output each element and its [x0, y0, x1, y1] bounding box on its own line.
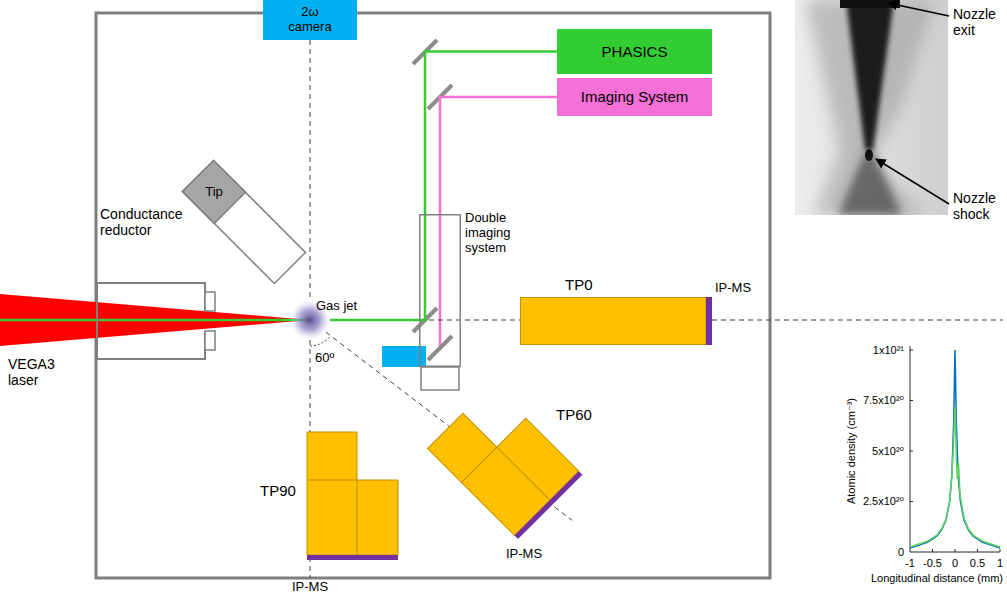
- shape-outline: [520, 297, 712, 345]
- shape-outline: [307, 432, 398, 560]
- imaging-beam: [440, 97, 557, 214]
- axis-title: Longitudinal distance (mm): [871, 572, 1003, 585]
- shadowgraph-image: [795, 0, 948, 215]
- callout-label: Nozzle exit: [953, 6, 1005, 38]
- node-label: TP60: [556, 406, 592, 423]
- probe-beam: [330, 52, 557, 321]
- thomson-parabola: TP90: [307, 432, 398, 560]
- nozzle-cone: [846, 0, 894, 150]
- spectrometer-divider: [461, 447, 549, 535]
- spectrometer-body: [521, 298, 707, 345]
- axis-tick-label: -0.5: [923, 557, 942, 570]
- density-curve: [910, 407, 1000, 547]
- axis-tick-label: 0.5: [970, 557, 985, 570]
- gas-jet: Gas jet: [290, 300, 330, 340]
- axis-tick-label: 1: [997, 557, 1003, 570]
- shape-outline: [96, 282, 216, 360]
- detector-label: IP-MS: [292, 580, 328, 595]
- leader-arrow: [876, 159, 949, 204]
- line-of-sight: [712, 320, 1003, 321]
- thomson-parabola: TP60: [427, 413, 583, 540]
- reductor-flange: [205, 331, 215, 350]
- node-label: TP0: [565, 276, 593, 293]
- axis-tick-label: 0: [898, 546, 904, 559]
- leader-arrow: [888, 3, 949, 16]
- thomson-parabola: TP0: [520, 297, 712, 345]
- mirror: [428, 336, 452, 360]
- axis-tick-label: 5x10²⁰: [872, 445, 904, 458]
- image-plate: [514, 471, 582, 539]
- imaging-beam: [439, 214, 442, 348]
- node-label: Gas jet: [316, 299, 357, 314]
- node-label: Conductance reductor: [100, 206, 205, 238]
- vacuum-chamber: [96, 13, 770, 578]
- line-of-sight: [310, 40, 311, 300]
- laser-label: VEGA3 laser: [8, 356, 64, 388]
- axis-title: Atomic density (cm⁻³): [845, 398, 858, 504]
- axis-tick-label: 1x10²¹: [873, 344, 904, 357]
- axis-tick-label: -1: [905, 557, 915, 570]
- node-label: 2ω camera: [282, 5, 338, 35]
- camera-box: 2ω camera: [263, 0, 357, 40]
- axis-ticks: [910, 350, 1000, 552]
- imaging-box: Imaging System: [557, 78, 712, 116]
- callout-label: Nozzle shock: [953, 190, 1005, 222]
- detector-label: IP-MS: [506, 547, 542, 562]
- node-label: PHASICS: [602, 43, 668, 60]
- node-label: Imaging System: [581, 88, 689, 105]
- node-label: Tip: [205, 185, 223, 200]
- density-curve: [910, 350, 1000, 548]
- chart-axes: [910, 346, 1000, 552]
- tip-body: [182, 160, 305, 283]
- shape-outline: [427, 413, 583, 540]
- axis-tick-label: 2.5x10²⁰: [863, 495, 904, 508]
- detector-label: IP-MS: [715, 281, 751, 296]
- tip-holder: Tip: [182, 160, 306, 284]
- spectrometer-body: [307, 432, 398, 555]
- reductor-tube: [97, 283, 205, 359]
- tip-end: [182, 160, 245, 223]
- imaging-housing: [421, 367, 459, 390]
- spectrometer-divider: [307, 480, 357, 555]
- shock-point: [865, 149, 873, 161]
- photo-ground: [795, 0, 948, 215]
- line-of-sight: [326, 332, 450, 426]
- conductance-reductor: Conductance reductor: [96, 282, 216, 360]
- shape-outline: [419, 214, 461, 367]
- image-plate: [307, 555, 398, 560]
- shape-outline: [182, 160, 306, 284]
- imaging-housing: [420, 215, 461, 367]
- laser-beam: [0, 294, 310, 346]
- double-imaging-box: Double imaging system: [419, 214, 461, 367]
- node-label: TP90: [260, 482, 296, 499]
- axis-tick-label: 0: [952, 557, 958, 570]
- gas-plume: [838, 152, 902, 215]
- line-of-sight: [310, 340, 311, 432]
- probe-beam: [0, 319, 310, 322]
- angle-label: 60º: [315, 351, 334, 366]
- image-plate: [706, 297, 712, 345]
- axis-tick-label: 7.5x10²⁰: [863, 394, 904, 407]
- reductor-flange: [205, 292, 215, 311]
- diagnostic-box: PHASICS: [557, 29, 712, 74]
- node-label: Double imaging system: [465, 211, 523, 256]
